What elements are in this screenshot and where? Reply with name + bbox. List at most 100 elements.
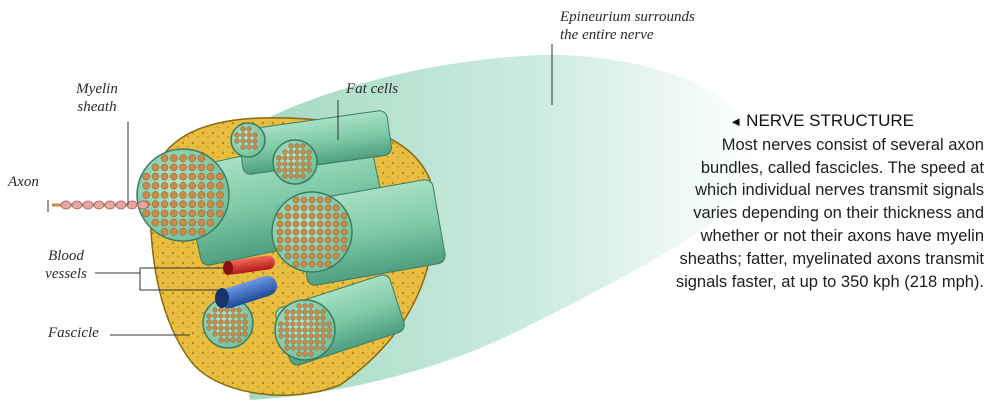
axon-dot [301,237,307,243]
axon-dot [285,334,290,339]
axon-dot [317,213,323,219]
axon-dot [317,253,323,259]
axon-dot [307,162,312,167]
axon-dot [243,320,248,325]
axon-dot [189,228,196,235]
axon-dot [309,346,314,351]
axon-dot [207,219,214,226]
axon-dot [283,156,288,161]
axon-dot [309,328,314,333]
axon-dot [143,191,150,198]
axon-dot [297,352,302,357]
axon-dot [231,314,236,319]
axon-dot [161,182,168,189]
axon-dot [317,197,323,203]
caption-line: bundles, called fascicles. The speed at [584,157,984,180]
axon-dot [333,229,339,235]
axon-dot [315,328,320,333]
fascicle-label: Fascicle [48,324,99,342]
axon-dot [161,173,168,180]
axon-dot [297,310,302,315]
axon-dot [279,334,284,339]
axon-dot [333,221,339,227]
axon-dot [161,191,168,198]
axon-dot [291,328,296,333]
axon-dot [198,155,205,162]
axon-dot [325,261,331,267]
axon-dot [333,213,339,219]
axon-dot [291,334,296,339]
axon-dot [295,144,300,149]
axon-dot [301,245,307,251]
axon-dot [216,191,223,198]
axon-dot [341,237,347,243]
axon-dot [277,245,283,251]
epineurium-label-line-1: Epineurium surrounds [560,8,695,26]
axon-dot [179,228,186,235]
axon-dot [179,219,186,226]
axon-dot [207,320,212,325]
axon-dot [297,328,302,333]
axon-dot [325,205,331,211]
axon-dot [198,173,205,180]
axon-dot [321,322,326,327]
axon-dot [307,156,312,161]
axon-dot [315,334,320,339]
axon-dot [152,182,159,189]
axon-dot [179,155,186,162]
axon-dot [333,205,339,211]
caption-title-text: NERVE STRUCTURE [746,111,914,130]
axon-dot [277,213,283,219]
axon-dot [309,253,315,259]
axon-dot [179,173,186,180]
axon-dot [289,162,294,167]
blood-vessels-label-line-1: Blood [30,247,102,265]
axon-dot [307,168,312,173]
caption-line: sheaths; fatter, myelinated axons transm… [584,248,984,271]
axon-dot [235,133,240,138]
axon-dot [283,174,288,179]
axon-dot [219,326,224,331]
axon-dot [143,210,150,217]
axon-dot [231,326,236,331]
axon-dot [309,229,315,235]
axon-dot [315,322,320,327]
axon-dot [253,133,258,138]
myelinated-axon [52,201,148,209]
axon-dot [152,173,159,180]
axon-dot [291,316,296,321]
axon-dot [293,197,299,203]
axon-dot [293,253,299,259]
myelin-segment [105,201,115,209]
axon-dot [317,245,323,251]
axon-dot [277,168,282,173]
axon-dot [341,229,347,235]
axon-dot [161,155,168,162]
axon-dot [301,253,307,259]
axon-dot [327,328,332,333]
axon-dot [301,162,306,167]
axon-dot [277,229,283,235]
axon-dot [225,338,230,343]
left-arrow-icon: ◄ [729,114,742,129]
axon-dot [198,182,205,189]
axon-dot [235,139,240,144]
axon-dot [216,182,223,189]
axon-dot [317,205,323,211]
blood-vessels-label: Blood vessels [30,247,102,283]
axon-dot [170,155,177,162]
axon-dot [295,150,300,155]
axon-dot [152,191,159,198]
axon-dot [309,205,315,211]
axon-dot [285,237,291,243]
axon-dot [333,245,339,251]
axon-dot [315,346,320,351]
axon-dot [243,314,248,319]
axon-dot [189,164,196,171]
axon-dot [307,150,312,155]
axon-dot [303,322,308,327]
axon-dot [243,326,248,331]
axon-dot [321,334,326,339]
axon-dot [285,229,291,235]
axon-dot [179,201,186,208]
